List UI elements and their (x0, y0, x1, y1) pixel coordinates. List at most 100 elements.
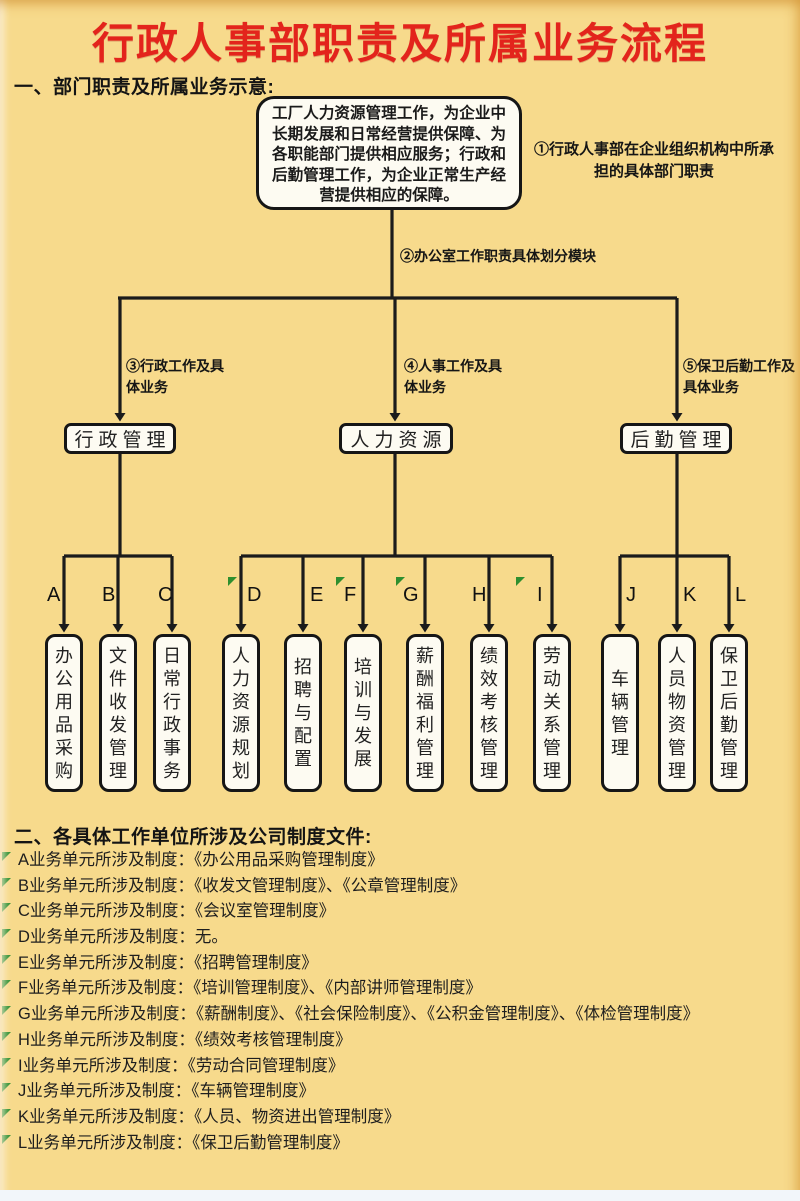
unit-box-char: 公 (55, 668, 73, 689)
unit-box-char: 收 (109, 691, 127, 712)
unit-letter-J: J (626, 584, 636, 606)
unit-box-char: 件 (109, 668, 127, 689)
unit-box-char: 用 (55, 691, 73, 712)
unit-box-char: 品 (55, 714, 73, 735)
bottom-strip (0, 1190, 800, 1201)
unit-box-char: 效 (480, 668, 498, 689)
unit-box-char: 管 (611, 714, 629, 735)
policy-text: B业务单元所涉及制度：《收发文管理制度》、《公章管理制度》 (18, 876, 467, 895)
unit-box-H: 绩效考核管理 (470, 634, 508, 792)
unit-box-char: 后 (720, 691, 738, 712)
unit-letter-B: B (102, 584, 116, 606)
parent-box-后勤管理: 后勤管理 (620, 423, 732, 454)
unit-box-char: 管 (109, 737, 127, 758)
green-wedge-icon (2, 1134, 11, 1144)
unit-letter-C: C (158, 584, 173, 606)
policy-text: E业务单元所涉及制度：《招聘管理制度》 (18, 953, 318, 972)
unit-box-char: 发 (354, 726, 372, 746)
green-wedge-icon (2, 877, 11, 887)
green-wedge-icon (2, 1083, 11, 1093)
parent-box-人力资源: 人力资源 (339, 423, 453, 454)
unit-box-char: 资 (232, 691, 250, 712)
unit-box-A: 办公用品采购 (45, 634, 83, 792)
policy-list: A业务单元所涉及制度：《办公用品采购管理制度》 B业务单元所涉及制度：《收发文管理… (2, 848, 790, 1157)
unit-box-char: 劳 (543, 645, 561, 666)
unit-box-G: 薪酬福利管理 (406, 634, 444, 792)
policy-row-C: C业务单元所涉及制度：《会议室管理制度》 (2, 899, 790, 925)
page-title: 行政人事部职责及所属业务流程 (91, 20, 708, 67)
policy-text: G业务单元所涉及制度：《薪酬制度》、《社会保险制度》、《公积金管理制度》、《体检… (18, 1005, 700, 1024)
policy-row-G: G业务单元所涉及制度：《薪酬制度》、《社会保险制度》、《公积金管理制度》、《体检… (2, 1002, 790, 1028)
green-wedge-icon (516, 577, 525, 586)
policy-row-A: A业务单元所涉及制度：《办公用品采购管理制度》 (2, 848, 790, 874)
unit-box-char: 办 (55, 645, 73, 666)
policy-text: H业务单元所涉及制度：《绩效考核管理制度》 (18, 1030, 352, 1049)
green-wedge-icon (2, 929, 11, 939)
unit-box-char: 关 (543, 691, 561, 712)
unit-box-char: 与 (294, 703, 312, 723)
green-wedge-icon (396, 577, 405, 586)
unit-letter-I: I (537, 584, 543, 606)
unit-box-char: 文 (109, 645, 127, 666)
unit-box-C: 日常行政事务 (153, 634, 191, 792)
branch-note-3: ⑤保卫后勤工作及 具体业务 (683, 358, 795, 395)
unit-box-char: 人 (668, 645, 686, 666)
policy-row-J: J业务单元所涉及制度：《车辆管理制度》 (2, 1079, 790, 1105)
unit-box-char: 务 (163, 760, 181, 781)
policy-text: K业务单元所涉及制度：《人员、物资进出管理制度》 (18, 1107, 401, 1126)
unit-box-char: 理 (668, 760, 686, 781)
unit-box-char: 日 (163, 645, 181, 666)
unit-box-char: 管 (416, 737, 434, 758)
unit-box-char: 理 (543, 760, 561, 781)
unit-box-L: 保卫后勤管理 (710, 634, 748, 792)
policy-row-L: L业务单元所涉及制度：《保卫后勤管理制度》 (2, 1131, 790, 1157)
unit-box-char: 核 (480, 714, 498, 735)
unit-box-K: 人员物资管理 (658, 634, 696, 792)
policy-row-E: E业务单元所涉及制度：《招聘管理制度》 (2, 951, 790, 977)
unit-box-D: 人力资源规划 (222, 634, 260, 792)
unit-box-char: 人 (232, 645, 250, 666)
green-wedge-icon (2, 1031, 11, 1041)
unit-box-char: 酬 (416, 668, 434, 689)
unit-box-char: 规 (232, 737, 250, 758)
unit-box-char: 置 (294, 749, 312, 769)
policy-row-I: I业务单元所涉及制度：《劳动合同管理制度》 (2, 1054, 790, 1080)
policy-row-K: K业务单元所涉及制度：《人员、物资进出管理制度》 (2, 1105, 790, 1131)
green-wedge-icon (2, 980, 11, 990)
unit-box-char: 辆 (611, 691, 629, 712)
policy-text: A业务单元所涉及制度：《办公用品采购管理制度》 (18, 851, 384, 869)
unit-box-char: 福 (416, 691, 434, 712)
unit-letter-D: D (247, 584, 262, 606)
unit-box-char: 发 (109, 714, 127, 735)
green-wedge-icon (2, 1006, 11, 1016)
unit-box-char: 聘 (294, 680, 312, 700)
unit-box-char: 力 (232, 668, 250, 689)
green-wedge-icon (2, 852, 11, 861)
unit-box-char: 员 (668, 668, 686, 689)
section1-heading: 一、部门职责及所属业务示意: (14, 77, 275, 98)
unit-box-char: 政 (163, 714, 181, 735)
unit-letter-K: K (683, 584, 697, 606)
unit-box-char: 卫 (720, 668, 738, 689)
unit-box-char: 物 (668, 691, 686, 712)
unit-box-char: 管 (480, 737, 498, 758)
unit-box-char: 保 (720, 645, 738, 666)
unit-box-char: 展 (354, 749, 372, 769)
unit-box-char: 理 (416, 760, 434, 781)
unit-letter-L: L (735, 584, 747, 606)
policy-row-D: D业务单元所涉及制度：无。 (2, 925, 790, 951)
root-responsibility-box: 工厂人力资源管理工作，为企业中长期发展和日常经营提供保障、为各职能部门提供相应服… (256, 96, 522, 210)
unit-box-char: 考 (480, 691, 498, 712)
unit-box-F: 培训与发展 (344, 634, 382, 792)
policy-text: L业务单元所涉及制度：《保卫后勤管理制度》 (18, 1133, 349, 1152)
policy-text: F业务单元所涉及制度：《培训管理制度》、《内部讲师管理制度》 (18, 979, 482, 998)
unit-box-char: 与 (354, 703, 372, 723)
policy-row-H: H业务单元所涉及制度：《绩效考核管理制度》 (2, 1028, 790, 1054)
unit-box-char: 理 (720, 760, 738, 781)
parent-box-行政管理: 行政管理 (64, 423, 176, 454)
unit-box-char: 动 (543, 668, 561, 689)
unit-box-char: 系 (543, 714, 561, 735)
annotation-1: ①行政人事部在企业组织机构中所承 担的具体部门职责 (533, 141, 774, 180)
